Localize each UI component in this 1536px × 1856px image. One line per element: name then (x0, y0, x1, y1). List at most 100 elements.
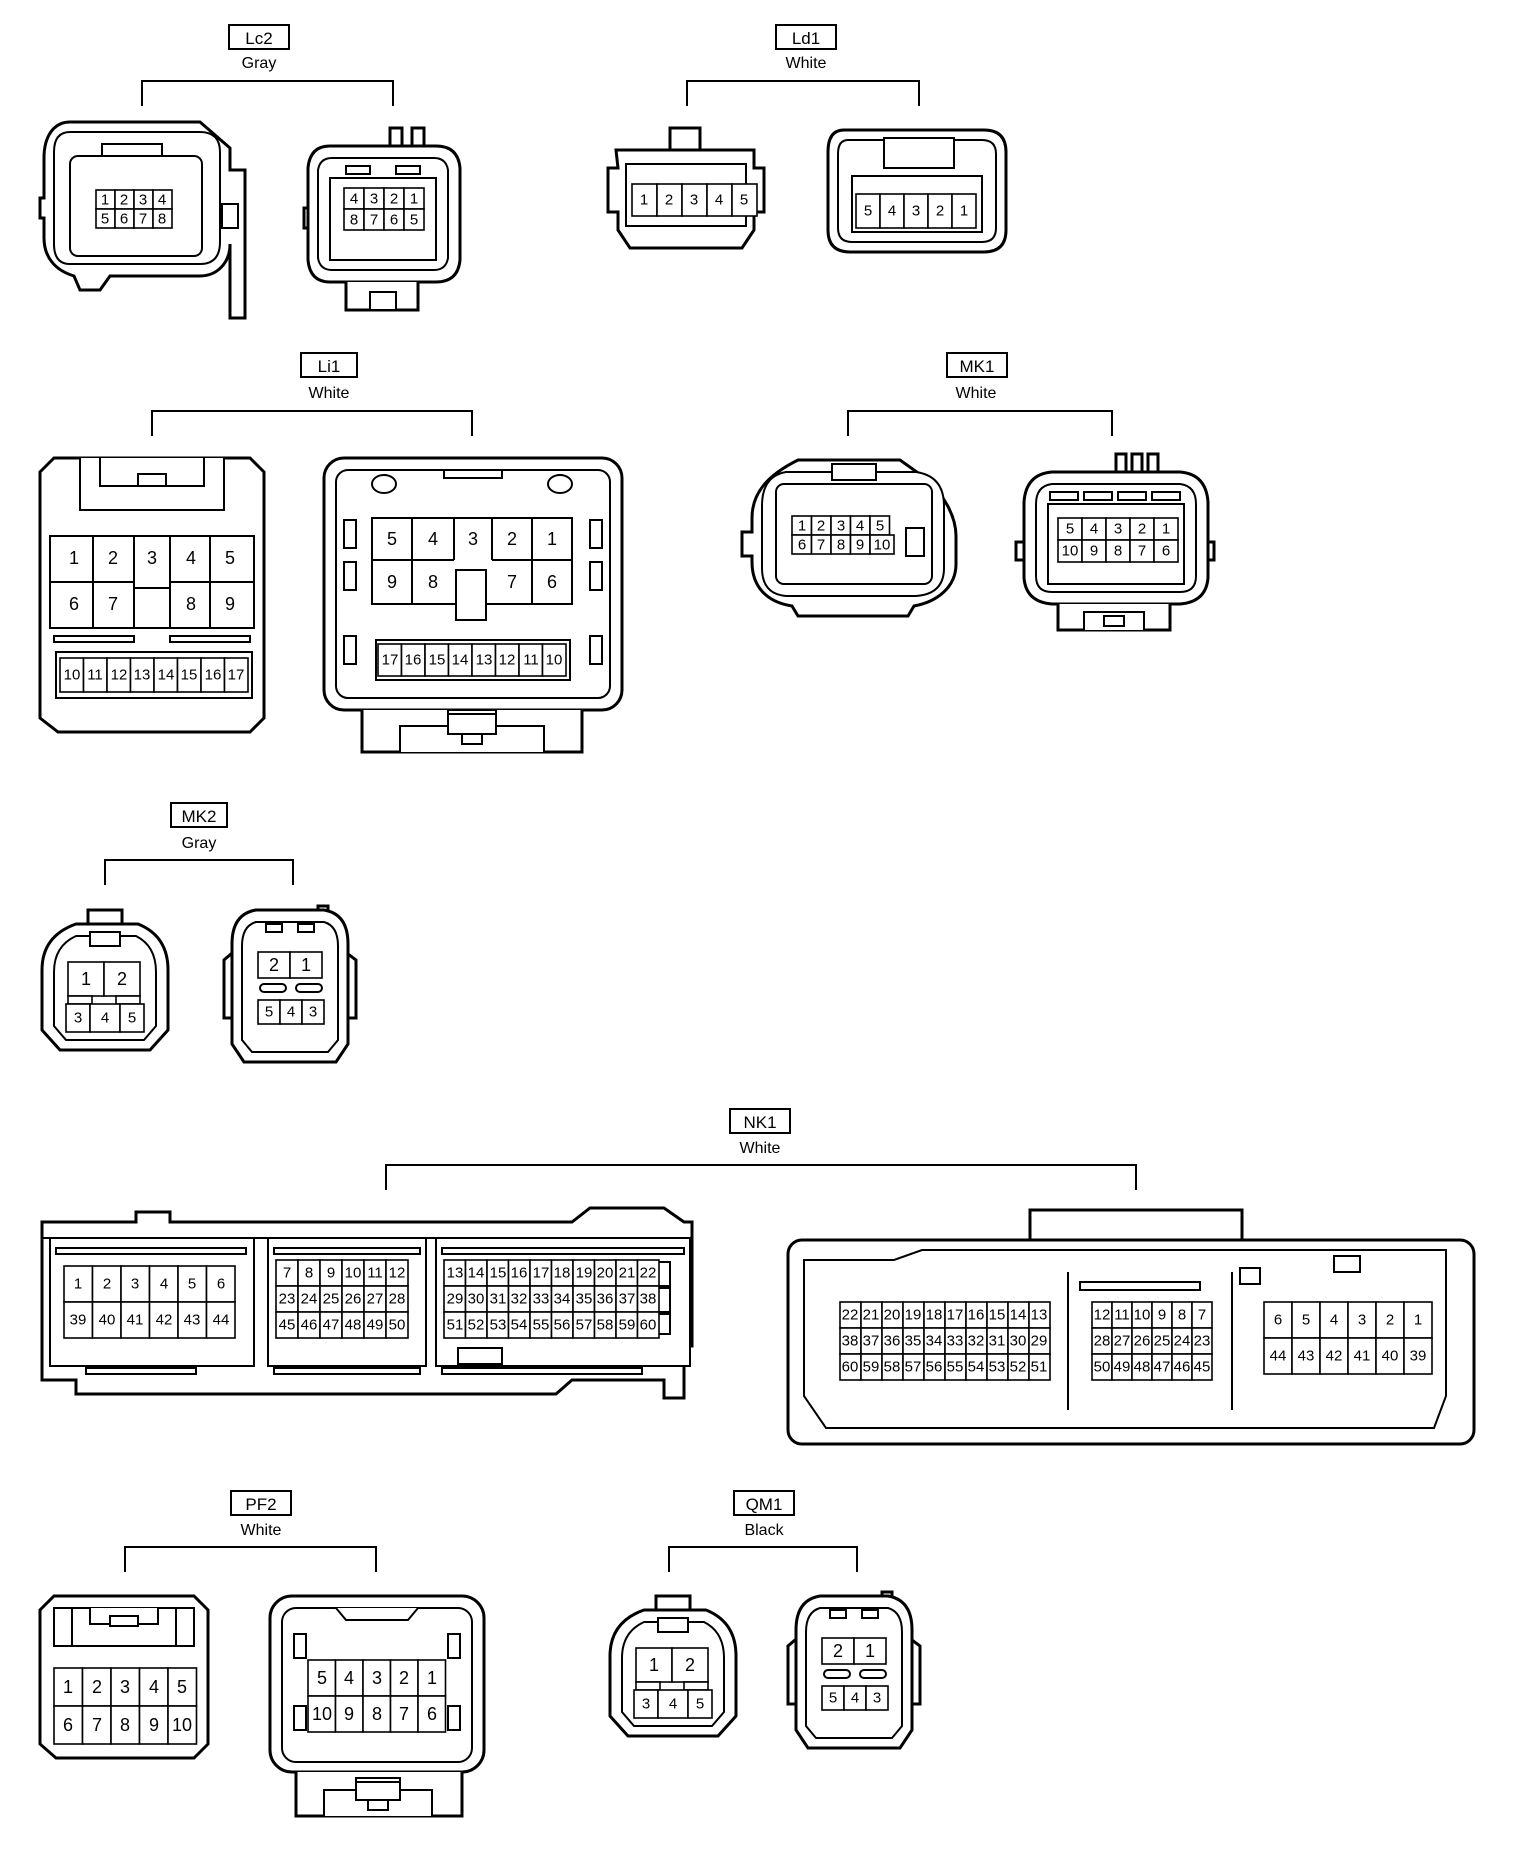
pin: 4 (1330, 1312, 1338, 1329)
pin-grid: 13 14 15 16 17 18 19 20 21 22 29 30 31 3… (443, 1259, 660, 1339)
pin: 18 (554, 1265, 571, 1282)
pin: 31 (989, 1333, 1006, 1350)
pin: 26 (1134, 1333, 1151, 1350)
pin: 8 (186, 594, 196, 614)
pin: 38 (640, 1291, 657, 1308)
connector-mk2-male: 2 1 5 4 3 (222, 904, 358, 1064)
pin-grid: 1 2 3 4 5 (65, 961, 145, 1033)
pin: 1 (63, 1677, 73, 1697)
pin: 23 (279, 1291, 296, 1308)
pin: 7 (817, 537, 825, 554)
pin: 19 (576, 1265, 593, 1282)
pin: 53 (989, 1359, 1006, 1376)
connector-qm1-male: 2 1 5 4 3 (786, 1590, 922, 1750)
pin: 3 (1358, 1312, 1366, 1329)
pin-grid: 5 4 3 2 1 10 9 8 7 6 (1057, 517, 1179, 563)
connector-bracket (141, 80, 394, 106)
pin: 10 (874, 537, 891, 554)
pin: 15 (989, 1307, 1006, 1324)
pin: 4 (851, 1690, 859, 1707)
connector-nk1-female: 1 2 3 4 5 6 39 40 41 42 43 44 7 8 9 10 1… (40, 1206, 694, 1400)
connector-bracket (151, 410, 473, 436)
pin: 3 (690, 192, 698, 209)
pin: 24 (1174, 1333, 1191, 1350)
pin: 33 (947, 1333, 964, 1350)
pin: 5 (387, 529, 397, 549)
pin: 5 (696, 1696, 704, 1713)
pin: 5 (740, 192, 748, 209)
connector-id-label: Li1 (300, 352, 358, 378)
pin-grid: 2 1 5 4 3 (821, 1637, 889, 1711)
pin: 3 (1114, 521, 1122, 538)
pin: 1 (649, 1655, 659, 1675)
pin-grid: 5 4 3 2 1 9 8 7 6 (387, 529, 557, 592)
connector-id-label: PF2 (230, 1490, 292, 1516)
pin: 5 (1066, 521, 1074, 538)
pin: 10 (1134, 1307, 1151, 1324)
pin: 13 (1031, 1307, 1048, 1324)
pin: 9 (327, 1265, 335, 1282)
connector-lc2-female: 1 2 3 4 5 6 7 8 (38, 120, 247, 320)
pin: 5 (265, 1004, 273, 1021)
pin: 48 (345, 1317, 362, 1334)
pin: 4 (715, 192, 723, 209)
pin: 36 (884, 1333, 901, 1350)
pin: 14 (158, 667, 175, 684)
pin: 7 (399, 1704, 409, 1724)
pin: 2 (665, 192, 673, 209)
pin: 1 (1414, 1312, 1422, 1329)
pin: 10 (312, 1704, 332, 1724)
connector-color-label: Black (744, 1522, 784, 1539)
pin: 8 (120, 1715, 130, 1735)
pin: 55 (533, 1317, 550, 1334)
pin: 6 (63, 1715, 73, 1735)
pin: 44 (213, 1312, 230, 1329)
pin: 4 (160, 1276, 168, 1293)
pin: 9 (1158, 1307, 1166, 1324)
pin: 21 (863, 1307, 880, 1324)
pin: 12 (499, 652, 516, 669)
pin: 2 (108, 548, 118, 568)
pin: 15 (490, 1265, 507, 1282)
pin: 15 (181, 667, 198, 684)
pin: 60 (640, 1317, 657, 1334)
pin: 47 (323, 1317, 340, 1334)
pin: 1 (410, 191, 418, 208)
pin: 36 (597, 1291, 614, 1308)
pin: 2 (685, 1655, 695, 1675)
pin: 33 (533, 1291, 550, 1308)
connector-color-label: White (785, 55, 827, 72)
pin: 11 (87, 667, 103, 684)
pin: 50 (1094, 1359, 1111, 1376)
pin: 8 (305, 1265, 313, 1282)
pin: 42 (1326, 1348, 1343, 1365)
pin: 28 (1094, 1333, 1111, 1350)
pin: 45 (279, 1317, 296, 1334)
pin: 4 (888, 203, 896, 220)
pin: 2 (1386, 1312, 1394, 1329)
pin-grid: 5 4 3 2 1 10 9 8 7 6 (307, 1659, 447, 1733)
connector-id-label: Lc2 (228, 24, 290, 50)
pin-grid: 17 16 15 14 13 12 11 10 (377, 643, 567, 677)
pin: 3 (873, 1690, 881, 1707)
pin-grid: 2 1 5 4 3 (257, 951, 325, 1025)
pin: 40 (1382, 1348, 1399, 1365)
connector-color-label: Gray (241, 55, 277, 72)
pin: 10 (172, 1715, 192, 1735)
pin: 9 (225, 594, 235, 614)
pin-grid: 22 21 20 19 18 17 16 15 14 13 38 37 36 3… (839, 1301, 1051, 1381)
pin: 7 (1198, 1307, 1206, 1324)
pin: 30 (1010, 1333, 1027, 1350)
pin: 3 (147, 548, 157, 568)
pin: 15 (429, 652, 446, 669)
pin: 60 (842, 1359, 859, 1376)
pin-grid: 12 11 10 9 8 7 28 27 26 25 24 23 50 49 4… (1091, 1301, 1213, 1381)
pin: 43 (1298, 1348, 1315, 1365)
pin: 47 (1154, 1359, 1171, 1376)
pin: 2 (120, 192, 128, 209)
pin: 11 (1114, 1307, 1130, 1324)
pin: 34 (554, 1291, 571, 1308)
pin: 1 (640, 192, 648, 209)
pin-grid: 7 8 9 10 11 12 23 24 25 26 27 28 45 46 4… (275, 1259, 409, 1339)
connector-pf2-male: 5 4 3 2 1 10 9 8 7 6 (268, 1594, 486, 1818)
